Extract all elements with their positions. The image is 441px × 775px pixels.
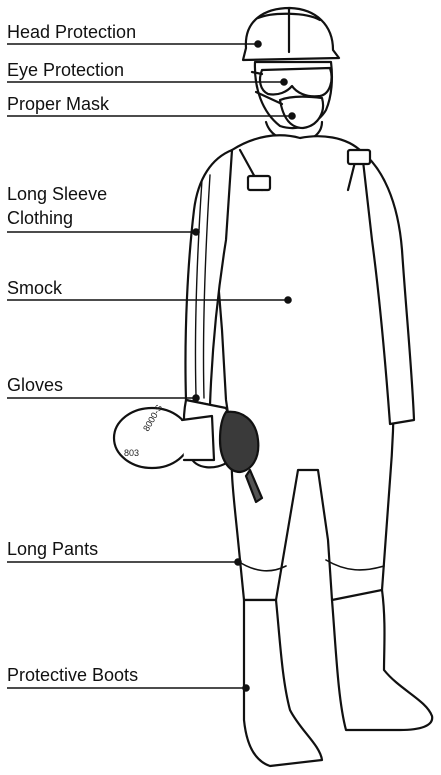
strap-buckle-left: [248, 176, 270, 190]
label-long-pants: Long Pants: [7, 538, 98, 560]
label-smock: Smock: [7, 277, 62, 299]
label-gloves: Gloves: [7, 374, 63, 396]
label-proper-mask: Proper Mask: [7, 93, 109, 115]
label-head-protection: Head Protection: [7, 21, 136, 43]
strap-buckle-right: [348, 150, 370, 164]
hard-hat: [243, 8, 339, 60]
boot-left: [244, 600, 322, 766]
label-eye-protection: Eye Protection: [7, 59, 124, 81]
boot-right: [332, 590, 432, 730]
label-long-sleeve-line1: Long Sleeve: [7, 183, 107, 205]
label-protective-boots: Protective Boots: [7, 664, 138, 686]
label-long-sleeve-line2: Clothing: [7, 207, 73, 229]
cartridge-number-text: 803: [124, 448, 139, 458]
